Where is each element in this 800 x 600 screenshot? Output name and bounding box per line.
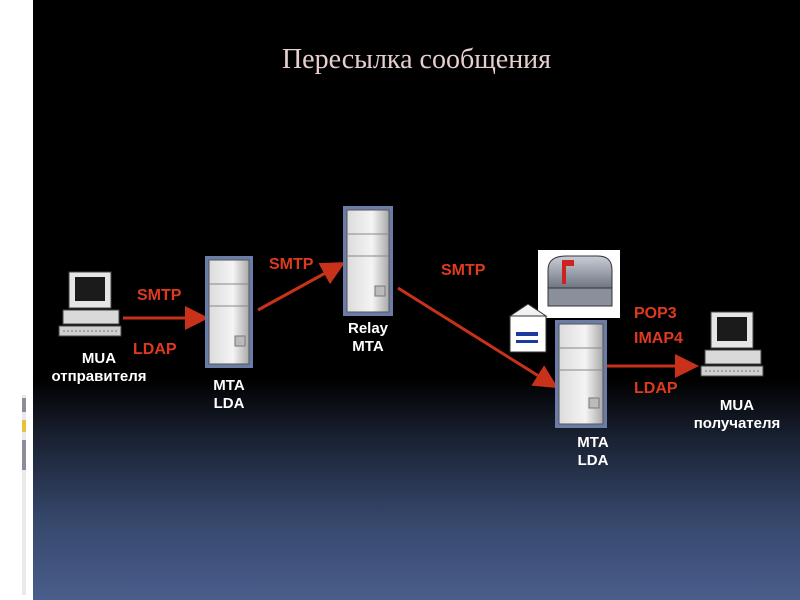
- arrow-mta-to-relay: [257, 262, 346, 312]
- protocol-label-smtp: SMTP: [269, 256, 314, 273]
- node-label-line: отправителя: [51, 368, 147, 385]
- node-label-mta-lda-right: MTA LDA: [563, 434, 623, 470]
- mailbox-icon: [538, 250, 620, 318]
- protocol-label-ldap: LDAP: [133, 341, 177, 358]
- diagram-graphics: [58, 206, 764, 428]
- node-label-line: MUA: [81, 350, 117, 367]
- left-decoration: [0, 0, 33, 600]
- node-label-line: MUA: [719, 397, 755, 414]
- server-icon: [343, 206, 393, 316]
- computer-icon: [58, 271, 122, 337]
- node-label-mua-sender: MUA отправителя: [39, 350, 159, 386]
- computer-icon: [700, 311, 764, 377]
- protocol-label-pop3: POP3: [634, 305, 677, 322]
- protocol-label-smtp: SMTP: [137, 287, 182, 304]
- protocol-label-ldap: LDAP: [634, 380, 678, 397]
- server-icon: [205, 256, 253, 368]
- node-label-relay-mta: Relay MTA: [338, 320, 398, 356]
- node-label-mua-receiver: MUA получателя: [681, 397, 793, 433]
- node-label-line: MTA: [577, 434, 609, 451]
- protocol-label-smtp: SMTP: [441, 262, 486, 279]
- slide: Пересылка сообщения: [33, 0, 800, 600]
- protocol-label-imap4: IMAP4: [634, 330, 683, 347]
- arrow-relay-to-mta: [397, 286, 559, 389]
- envelope-icon: [508, 303, 548, 353]
- node-label-line: MTA: [352, 338, 384, 355]
- node-label-line: MTA: [213, 377, 245, 394]
- node-label-line: Relay: [347, 320, 389, 337]
- server-icon: [555, 320, 607, 428]
- node-label-mta-lda-left: MTA LDA: [199, 377, 259, 413]
- node-label-line: LDA: [213, 395, 245, 412]
- node-label-line: получателя: [693, 415, 781, 432]
- slide-title: Пересылка сообщения: [281, 44, 552, 75]
- node-label-line: LDA: [577, 452, 609, 469]
